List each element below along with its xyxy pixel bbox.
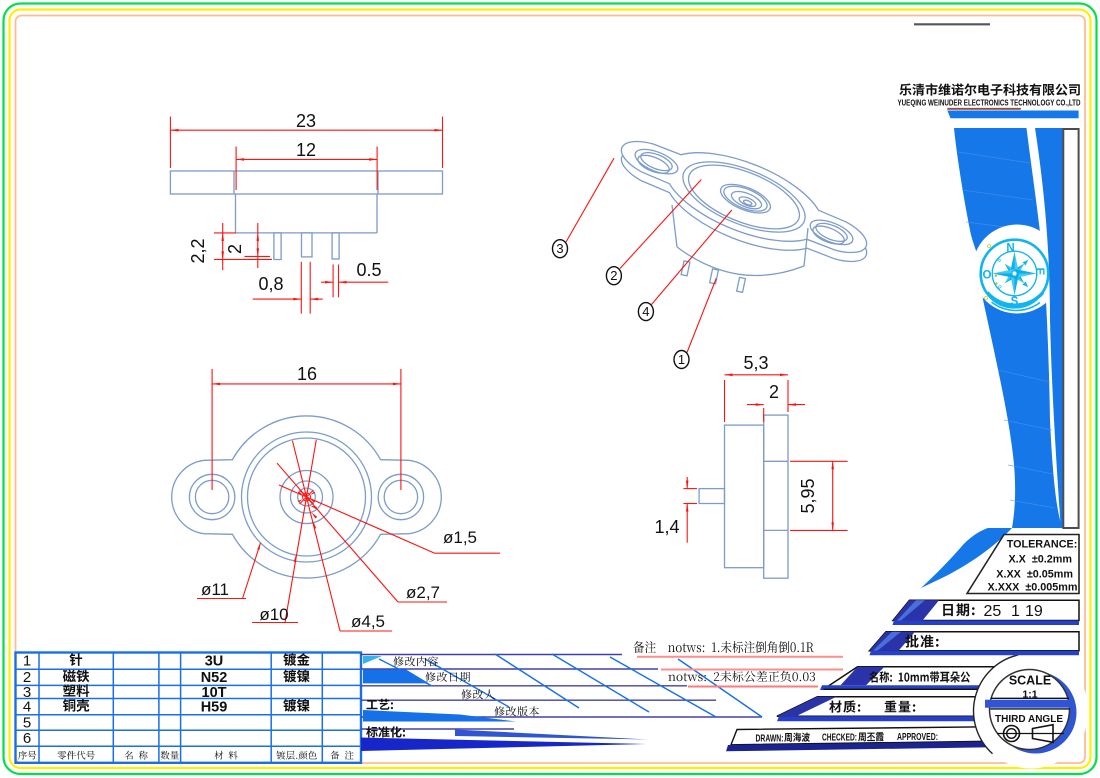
svg-text:4: 4 bbox=[642, 304, 649, 319]
svg-text:ø4,5: ø4,5 bbox=[351, 612, 385, 631]
svg-text:H59: H59 bbox=[201, 699, 228, 715]
svg-text:TOLERANCE:: TOLERANCE: bbox=[1007, 539, 1078, 551]
svg-text:DRAWN:: DRAWN: bbox=[756, 733, 784, 744]
svg-text:5: 5 bbox=[23, 714, 31, 731]
svg-text:b: b bbox=[996, 283, 1003, 290]
svg-text:b: b bbox=[996, 257, 1003, 264]
svg-text:1: 1 bbox=[23, 653, 31, 670]
svg-text:0.5: 0.5 bbox=[356, 260, 381, 280]
svg-text:O: O bbox=[983, 270, 992, 282]
svg-text:0,8: 0,8 bbox=[258, 274, 283, 294]
svg-text:6: 6 bbox=[23, 730, 31, 747]
svg-text:CHECKED:: CHECKED: bbox=[822, 733, 857, 744]
svg-text:3: 3 bbox=[556, 241, 563, 256]
svg-text:2: 2 bbox=[225, 244, 245, 254]
svg-text:SCALE: SCALE bbox=[1009, 674, 1051, 688]
svg-text:5,95: 5,95 bbox=[798, 478, 818, 513]
svg-text:3: 3 bbox=[23, 684, 31, 701]
svg-text:S: S bbox=[1011, 296, 1019, 308]
svg-text:10T: 10T bbox=[202, 685, 227, 701]
svg-text:N52: N52 bbox=[201, 670, 228, 686]
svg-text:ø2,7: ø2,7 bbox=[406, 583, 440, 602]
svg-text:ø11: ø11 bbox=[201, 580, 229, 599]
svg-text:ø1,5: ø1,5 bbox=[443, 528, 477, 547]
svg-text:1,4: 1,4 bbox=[654, 517, 679, 537]
svg-text:3U: 3U bbox=[205, 654, 224, 670]
svg-text:2: 2 bbox=[23, 669, 31, 686]
svg-text:2,2: 2,2 bbox=[188, 238, 208, 263]
svg-text:12: 12 bbox=[296, 140, 316, 160]
svg-text:APPROVED:: APPROVED: bbox=[897, 732, 938, 743]
svg-text:X.XXX ±0.005mm: X.XXX ±0.005mm bbox=[988, 582, 1078, 594]
svg-text:E: E bbox=[1033, 268, 1045, 276]
svg-text:ø10: ø10 bbox=[259, 605, 288, 624]
svg-text:THIRD ANGLE: THIRD ANGLE bbox=[995, 713, 1063, 725]
svg-text:2: 2 bbox=[610, 268, 617, 283]
svg-text:2: 2 bbox=[769, 382, 779, 402]
svg-text:X.XX ±0.05mm: X.XX ±0.05mm bbox=[996, 569, 1073, 581]
svg-text:16: 16 bbox=[297, 364, 317, 384]
svg-text:N: N bbox=[1006, 243, 1014, 255]
svg-text:1: 1 bbox=[678, 352, 685, 367]
svg-text:X.X ±0.2mm: X.X ±0.2mm bbox=[1008, 554, 1072, 566]
svg-text:1:1: 1:1 bbox=[1022, 689, 1037, 701]
svg-text:5,3: 5,3 bbox=[743, 353, 768, 373]
svg-text:4: 4 bbox=[23, 698, 31, 715]
svg-text:23: 23 bbox=[296, 111, 316, 131]
svg-text:YUEQING WEINUDER ELECTRONICS T: YUEQING WEINUDER ELECTRONICS TECHNOLOGY … bbox=[898, 98, 1081, 108]
